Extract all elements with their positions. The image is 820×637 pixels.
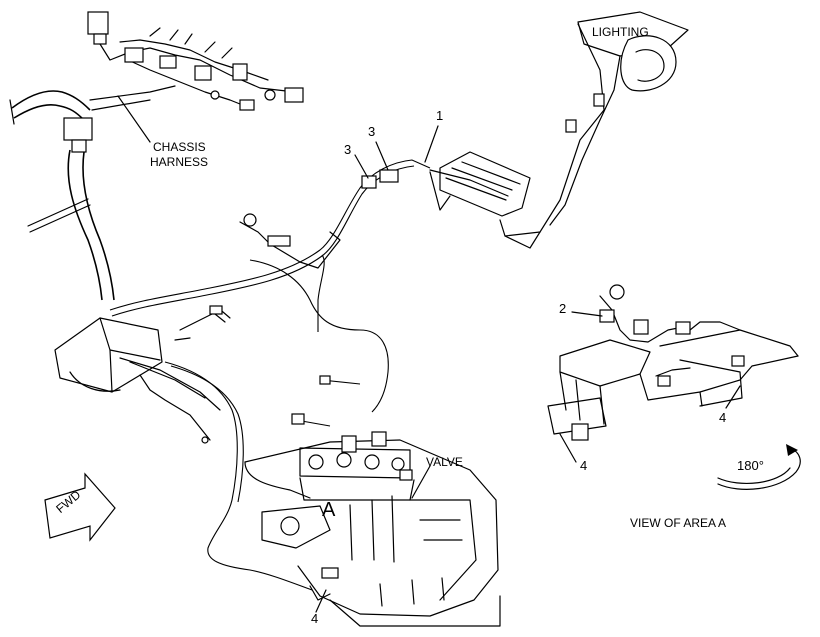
lighting-assembly [429, 11, 689, 249]
left-bracket [54, 305, 223, 444]
chassis-harness-label-line1: CHASSIS [153, 140, 206, 154]
hose-assembly [9, 85, 176, 301]
callout-3a: 3 [368, 124, 376, 139]
lighting-label: LIGHTING [592, 25, 649, 39]
fwd-arrow-icon [44, 472, 116, 542]
chassis-harness-leader [117, 95, 151, 143]
rotation-arrow [717, 444, 801, 490]
callout-4-detail-right-leader [725, 385, 741, 409]
valve-feed-wire [164, 361, 313, 591]
callout-1: 1 [436, 108, 444, 123]
valve-leader [411, 465, 431, 499]
callout-4-main-leader [315, 589, 327, 613]
area-a-label: A [322, 499, 336, 521]
callout-4-main: 4 [311, 611, 319, 626]
main-harness [109, 159, 431, 427]
valve-label: VALVE [426, 455, 463, 469]
view-of-area-a-label: VIEW OF AREA A [630, 516, 727, 530]
callout-2-leader [571, 311, 603, 317]
chassis-harness-cluster [87, 11, 304, 111]
valve-assembly [244, 431, 501, 627]
connector-3-pair [354, 141, 399, 189]
callout-3b: 3 [344, 142, 352, 157]
detail-view-area-a [547, 284, 799, 441]
callout-4-detail-bottom: 4 [580, 458, 588, 473]
callout-4-detail-right: 4 [719, 410, 727, 425]
chassis-harness-label-line2: HARNESS [150, 155, 209, 169]
callout-1-leader [424, 125, 439, 163]
rotation-label: 180° [737, 458, 764, 473]
callout-4-detail-bottom-leader [559, 433, 577, 463]
callout-2: 2 [559, 301, 567, 316]
